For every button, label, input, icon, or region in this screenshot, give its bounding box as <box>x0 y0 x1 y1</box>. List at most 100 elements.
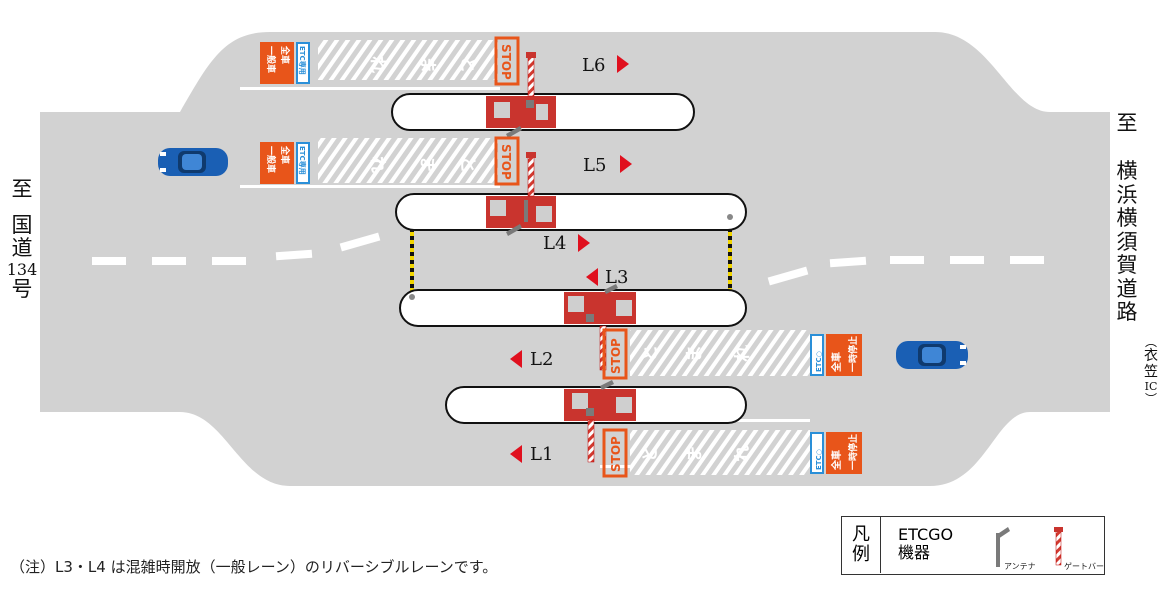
dashed-gate-right <box>728 218 732 290</box>
arrow-right-l6 <box>617 55 629 73</box>
gate-bar-l1 <box>587 419 595 463</box>
sign-upper-l5: 一般車 全車 ETC専用 <box>260 142 310 184</box>
mark-ma-l2: ま <box>685 345 705 362</box>
lane-label-l1: L1 <box>530 444 553 465</box>
dest-left-prefix: 至 <box>11 177 33 201</box>
stop-marks: STOP STOP STOP STOP <box>494 36 628 478</box>
stop-text-l6: STOP <box>499 44 513 80</box>
legend: 凡 例 ETCGO 機器 アンテナ ゲートバー <box>841 516 1105 575</box>
antennas <box>506 100 618 416</box>
sign-l2-main: 一時停止 <box>847 336 859 372</box>
arrow-left-l3 <box>586 268 598 286</box>
dest-right-name-1: 横 <box>1116 159 1138 183</box>
hatch-l6 <box>318 40 498 80</box>
stop-text-l2: STOP <box>609 338 623 374</box>
sign-l5-sub: 全車 <box>279 145 291 164</box>
sign-l6-sub: 全車 <box>279 45 291 64</box>
dest-right-name-6: 道 <box>1116 276 1138 301</box>
dest-left-suffix: 号 <box>11 277 33 302</box>
legend-text: ETCGO 機器 <box>898 526 953 562</box>
mark-to-l6: と <box>457 56 477 73</box>
dest-right-name-7: 路 <box>1116 300 1138 325</box>
dest-right-name-3: 横 <box>1116 206 1138 231</box>
dest-right-name-2: 浜 <box>1116 182 1138 207</box>
arrow-left-l2 <box>510 350 522 368</box>
sign-l6-etc: ETC専用 <box>298 46 307 75</box>
sign-l6-main: 一般車 <box>265 46 277 73</box>
car-left <box>158 148 228 176</box>
mark-to-l5: と <box>457 156 477 173</box>
sign-l2-etc: ETC○ <box>815 351 823 372</box>
lane-label-l3: L3 <box>605 267 628 288</box>
antenna-icon <box>996 533 1000 567</box>
arrow-left-l1 <box>510 445 522 463</box>
sign-l1-etc: ETC○ <box>815 449 823 470</box>
destination-left: 至 国 道 134 号 <box>4 177 40 302</box>
island-2 <box>395 193 747 231</box>
legend-title-1: 凡 <box>852 524 870 545</box>
sign-l1-sub: 全車 <box>830 450 843 471</box>
lane-label-l2: L2 <box>530 349 553 370</box>
stop-text-l1: STOP <box>609 436 623 472</box>
mark-to-l1: と <box>641 445 661 462</box>
sign-l2-sub: 全車 <box>830 352 843 373</box>
destination-right: 横 浜 横 須 賀 道 路 <box>1112 159 1142 325</box>
mark-re-l1: れ <box>733 445 753 462</box>
dest-right-sub-2: 笠 <box>1144 364 1158 381</box>
sign-lower-l1: ETC○ 全車 一時停止 <box>810 432 862 474</box>
dest-right-paren-close: ︶ <box>1144 392 1157 407</box>
legend-title: 凡 例 <box>842 517 881 573</box>
booths <box>486 96 636 421</box>
sign-lower-l2: ETC○ 全車 一時停止 <box>810 334 862 376</box>
hatch-l2 <box>630 330 810 376</box>
center-dashed-line <box>92 232 1044 286</box>
direction-arrows <box>510 55 632 463</box>
sign-l1-main: 一時停止 <box>847 434 859 470</box>
dest-right-sub-1: 衣 <box>1144 348 1158 365</box>
mark-ma-l5: ま <box>417 156 437 173</box>
dest-right-name-5: 賀 <box>1116 253 1138 278</box>
stop-text-l5: STOP <box>499 144 513 180</box>
legend-title-2: 例 <box>852 544 870 565</box>
mark-re-l2: れ <box>733 345 753 362</box>
dest-left-name-2: 道 <box>11 236 33 261</box>
legend-text-2: 機器 <box>898 543 931 562</box>
mark-re-l6: れ <box>367 56 387 73</box>
dashed-gate-left <box>410 230 414 294</box>
hatch-l5 <box>318 138 498 183</box>
dest-right-name-4: 須 <box>1116 229 1138 254</box>
sign-upper-l6: 一般車 全車 ETC専用 <box>260 42 310 84</box>
legend-text-1: ETCGO <box>898 525 954 544</box>
legend-gate-label: ゲートバー <box>1064 562 1104 571</box>
arrow-right-l4 <box>578 234 590 252</box>
dest-right-prefix: 至 <box>1116 111 1138 135</box>
footnote: （注）L3・L4 は混雑時開放（一般レーン）のリバーシブルレーンです。 <box>10 558 498 576</box>
arrow-right-l5 <box>620 155 632 173</box>
legend-icons <box>996 527 1063 567</box>
hatch-l1 <box>630 430 810 475</box>
destination-right-sub: ︵ 衣 笠 IC ︶ <box>1141 335 1161 407</box>
lane-labels: L6 L5 L4 L3 L2 L1 <box>530 55 628 465</box>
dest-right-sub-3: IC <box>1144 379 1158 393</box>
tomare-marks: と ま れ と ま れ と ま れ と ま れ <box>367 56 753 462</box>
mark-ma-l1: ま <box>685 445 705 462</box>
lane-label-l4: L4 <box>543 233 566 254</box>
lane-label-l5: L5 <box>583 155 606 176</box>
gate-bar-icon <box>1055 530 1062 566</box>
mark-to-l2: と <box>641 345 661 362</box>
destination-right-prefix: 至 <box>1112 111 1142 136</box>
mark-ma-l6: ま <box>417 56 437 73</box>
lane-label-l6: L6 <box>582 55 605 76</box>
mark-re-l5: れ <box>367 156 387 173</box>
sign-l5-main: 一般車 <box>265 146 277 173</box>
car-right <box>896 341 968 369</box>
dest-right-paren-open: ︵ <box>1144 335 1157 349</box>
legend-antenna-label: アンテナ <box>1004 562 1036 571</box>
gate-bar-l5 <box>527 155 535 197</box>
dest-left-name-1: 国 <box>11 212 33 237</box>
dest-left-number: 134 <box>6 259 38 279</box>
gate-bar-l6 <box>527 55 535 97</box>
sign-l5-etc: ETC専用 <box>298 146 307 175</box>
